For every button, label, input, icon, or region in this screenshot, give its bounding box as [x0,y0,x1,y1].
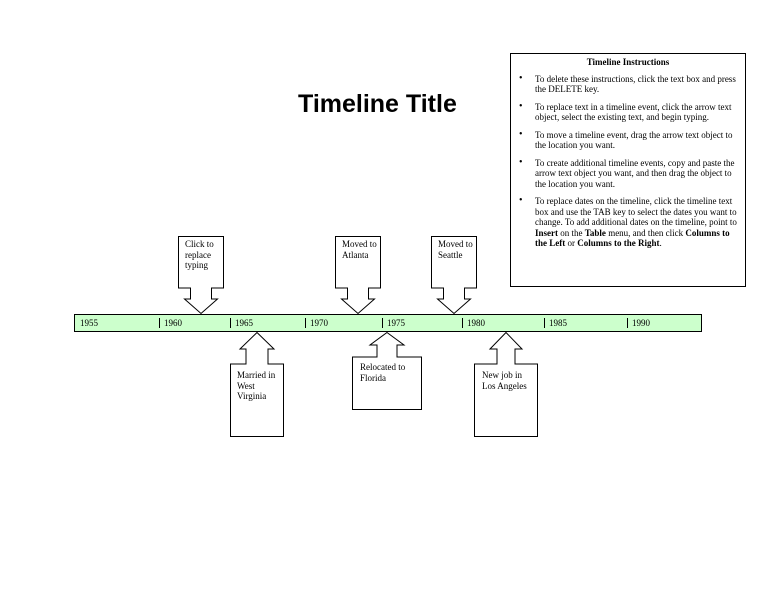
instruction-item: To replace dates on the timeline, click … [517,196,739,249]
event-callout-relocated-to-florida[interactable]: Relocated to Florida [352,331,422,410]
instruction-item: To replace text in a timeline event, cli… [517,102,739,123]
callout-arrow-shape [431,236,477,315]
event-text: Moved to Seattle [438,239,473,260]
year-label: 1975 [382,318,405,328]
instructions-list: To delete these instructions, click the … [517,74,739,249]
callout-arrow-shape [474,331,538,437]
year-label: 1980 [462,318,485,328]
event-text: Moved to Atlanta [342,239,377,260]
callout-arrow-shape [230,331,284,437]
event-callout-click-to-replace[interactable]: Click to replace typing [178,236,224,315]
year-label: 1990 [627,318,650,328]
event-text: Married in West Virginia [237,370,276,401]
timeline-title[interactable]: Timeline Title [298,90,457,118]
instruction-item: To delete these instructions, click the … [517,74,739,95]
instruction-item: To move a timeline event, drag the arrow… [517,130,739,151]
event-callout-moved-to-atlanta[interactable]: Moved to Atlanta [335,236,381,315]
callout-arrow-shape [335,236,381,315]
timeline-bar[interactable]: 1955 1960 1965 1970 1975 1980 1985 1990 [74,314,702,332]
instructions-heading: Timeline Instructions [586,57,670,67]
year-label: 1960 [159,318,182,328]
event-callout-new-job-in-los-angeles[interactable]: New job in Los Angeles [474,331,538,437]
event-callout-married-in-west-virginia[interactable]: Married in West Virginia [230,331,284,437]
event-text: New job in Los Angeles [482,370,527,391]
year-label: 1985 [544,318,567,328]
callout-arrow-shape [352,331,422,410]
event-callout-moved-to-seattle[interactable]: Moved to Seattle [431,236,477,315]
year-label: 1955 [80,318,98,328]
instructions-text-box[interactable]: Timeline Instructions To delete these in… [510,53,746,287]
instruction-item: To create additional timeline events, co… [517,158,739,190]
callout-arrow-shape [178,236,224,315]
event-text: Click to replace typing [185,239,214,270]
year-label: 1970 [305,318,328,328]
event-text: Relocated to Florida [360,362,406,383]
year-label: 1965 [230,318,253,328]
